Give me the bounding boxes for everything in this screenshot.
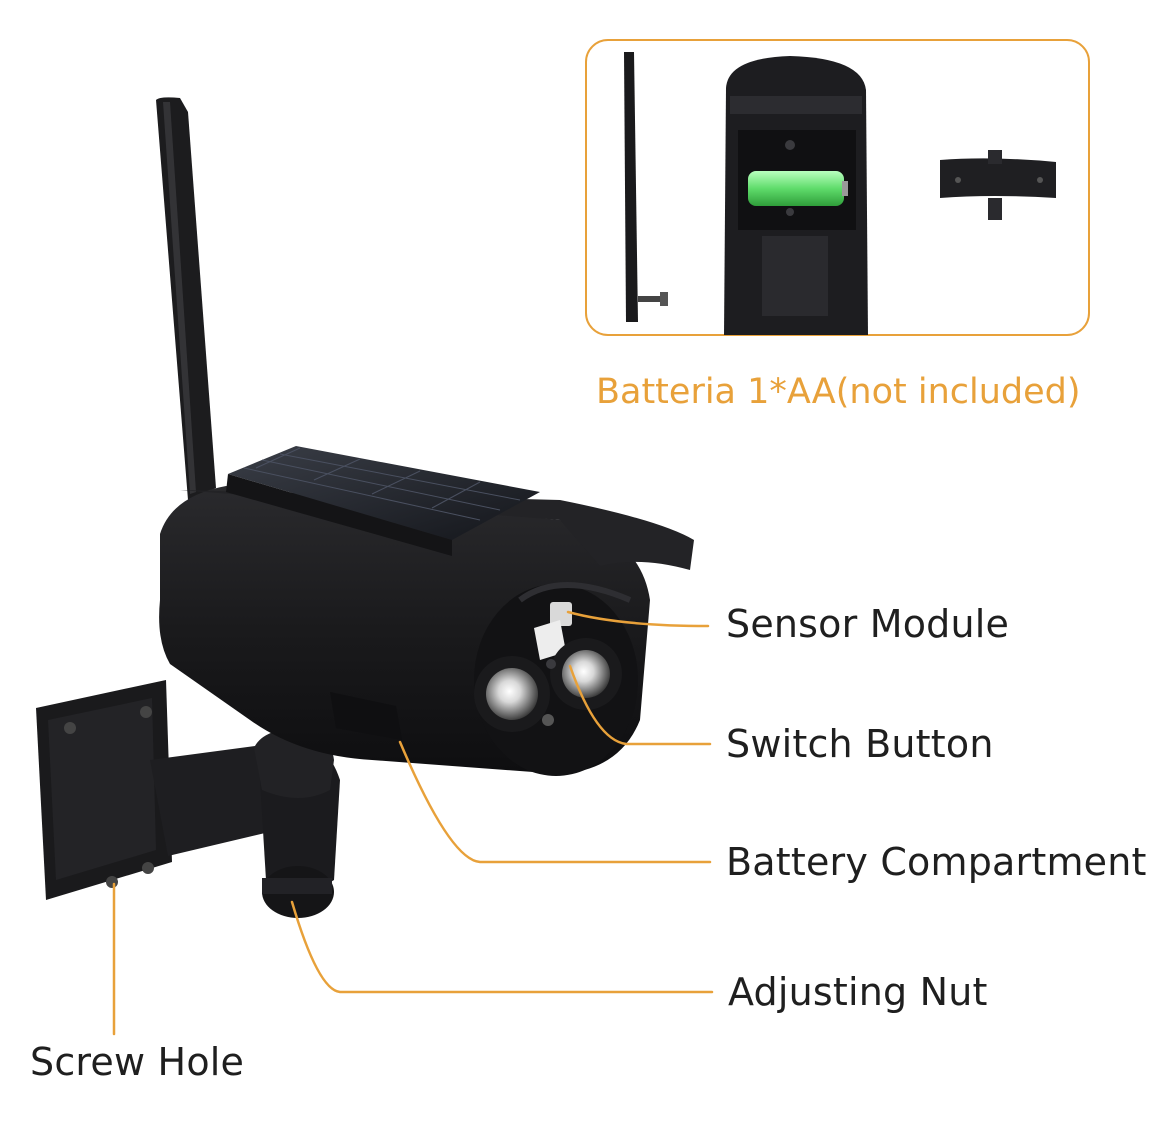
inset-antenna (624, 52, 668, 322)
sensor-window (550, 602, 572, 626)
label-sensor-module: Sensor Module (726, 602, 1010, 646)
leader-adjusting-nut (290, 900, 714, 994)
antenna (156, 97, 216, 500)
leader-lines (112, 610, 714, 1036)
camera-body (159, 486, 694, 776)
label-switch-button: Switch Button (726, 722, 994, 766)
leader-battery-compartment (398, 740, 712, 864)
battery-aa-icon (748, 171, 844, 206)
led-lens-right (562, 650, 610, 698)
label-battery-compartment: Battery Compartment (726, 840, 1147, 884)
battery-terminal (842, 181, 848, 196)
switch-button-dot (546, 659, 556, 669)
led-lens-left (486, 668, 538, 720)
label-screw-hole: Screw Hole (30, 1040, 245, 1084)
battery-inset (585, 39, 1090, 336)
light-sensor-dot (542, 714, 554, 726)
leader-sensor-module (566, 610, 710, 628)
label-adjusting-nut: Adjusting Nut (728, 970, 988, 1014)
leader-switch-button (568, 664, 712, 746)
inset-bracket (940, 150, 1056, 220)
solar-panel (226, 446, 540, 556)
battery-caption: Batteria 1*AA(not included) (596, 372, 1081, 412)
